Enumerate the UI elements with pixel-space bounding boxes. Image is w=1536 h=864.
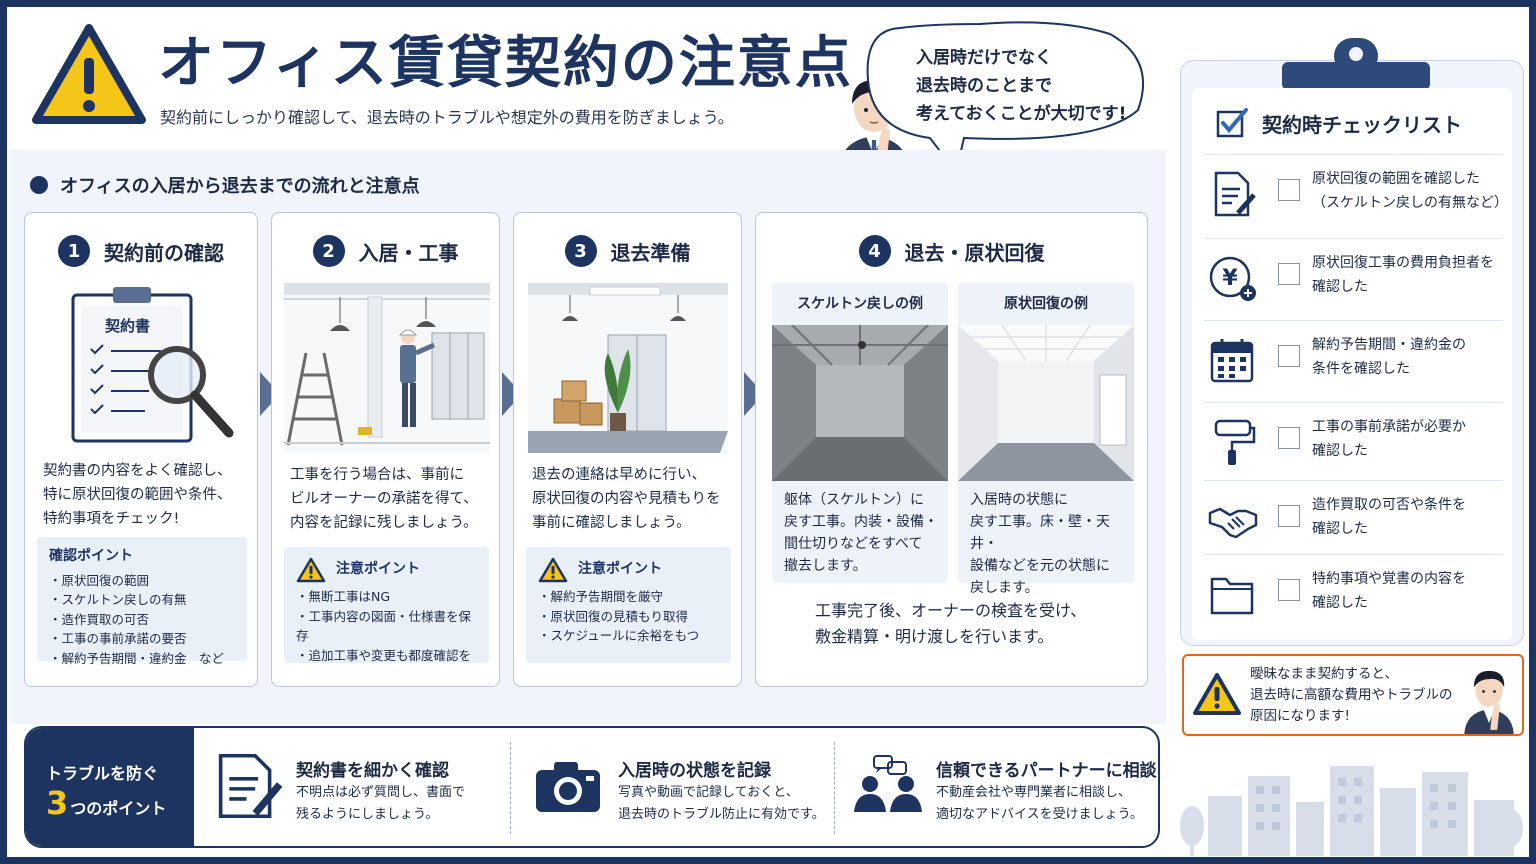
camera-icon (536, 762, 600, 812)
alert-text: 曖昧なまま契約すると、退去時に高額な費用やトラブルの原因になります! (1250, 666, 1453, 724)
contract-doc-label: 契約書 (104, 317, 150, 335)
checklist-title: 契約時チェックリスト (1216, 108, 1462, 138)
step4-footer: 工事完了後、オーナーの検査を受け、敷金精算・明け渡しを行います。 (815, 601, 1087, 646)
step-desc: 契約書の内容をよく確認し、特に原状回復の範囲や条件、特約事項をチェック! (43, 463, 232, 527)
check-points-box: 確認ポイント 原状回復の範囲スケルトン戻しの有無造作買取の可否工事の事前承諾の要… (37, 537, 247, 666)
caution-points-box: 注意ポイント 解約予告期間を厳守原状回復の見積もり取得スケジュールに余裕をもつ (526, 547, 731, 663)
page-title: オフィス賃貸契約の注意点 (158, 31, 853, 96)
bullet-dot-icon (30, 176, 48, 194)
step-number: 3 (564, 235, 597, 267)
restored-room-photo (958, 325, 1134, 481)
checklist-item[interactable]: 解約予告期間・違約金の条件を確認した (1204, 320, 1502, 396)
restoration-example: 原状回復の例 入居時の状態に戻す工事。床・壁・天井・設備などを元の状態に戻します… (958, 283, 1134, 596)
step-title: 入居・工事 (358, 240, 459, 265)
warning-triangle-icon (296, 557, 326, 583)
warning-triangle-icon (538, 557, 568, 583)
checkbox[interactable] (1278, 263, 1300, 285)
checklist-item-text: 工事の事前承諾が必要か確認した (1312, 419, 1466, 459)
flow-heading: オフィスの入居から退去までの流れと注意点 (30, 172, 420, 198)
thinking-man-icon (1464, 670, 1514, 734)
step-card-4: 4 退去・原状回復 スケルトン戻しの例 躯体（スケルトン）に戻す工事。内装・設備・… (755, 212, 1148, 687)
checkbox[interactable] (1278, 427, 1300, 449)
moving-out-room-illustration (528, 283, 728, 453)
clipboard-clip-icon (1282, 38, 1430, 90)
document-pen-icon (1214, 171, 1256, 217)
checklist-item-text: 原状回復の範囲を確認した（スケルトン戻しの有無など） (1312, 171, 1508, 211)
checklist-item-text: 原状回復工事の費用負担者を確認した (1312, 255, 1494, 295)
yen-coin-icon: ¥ (1209, 256, 1256, 301)
calendar-icon (1210, 339, 1254, 383)
checkbox[interactable] (1278, 579, 1300, 601)
checkbox[interactable] (1278, 345, 1300, 367)
skeleton-room-photo (772, 325, 948, 481)
city-skyline-illustration (1180, 766, 1523, 856)
folder-icon (1210, 577, 1254, 615)
tip-divider (834, 742, 835, 834)
step-desc: 退去の連絡は早めに行い、原状回復の内容や見積もりを事前に確認しましょう。 (532, 467, 721, 531)
tip-divider (510, 742, 511, 834)
consult-people-icon (854, 755, 922, 812)
step-title: 退去準備 (610, 240, 691, 265)
warning-triangle-icon (32, 24, 146, 124)
example-desc: 入居時の状態に戻す工事。床・壁・天井・設備などを元の状態に戻します。 (970, 492, 1110, 596)
step-title: 退去・原状回復 (904, 240, 1045, 265)
checklist-item-text: 解約予告期間・違約金の条件を確認した (1312, 337, 1466, 377)
step-title: 契約前の確認 (104, 240, 224, 265)
checklist-item-text: 造作買取の可否や条件を確認した (1312, 497, 1466, 537)
construction-scene-illustration (284, 283, 490, 453)
step-card-2: 2 入居・工事 工事を行う場合は、事前にビルオーナーの承諾を得て、内容を記録に残し… (271, 212, 500, 687)
checklist-item-text: 特約事項や覚書の内容を確認した (1312, 571, 1466, 611)
page-subtitle: 契約前にしっかり確認して、退去時のトラブルや想定外の費用を防ぎましょう。 (160, 108, 734, 127)
checkbox-checked-icon (1216, 108, 1248, 138)
bubble-text: 入居時だけでなく 退去時のことまで 考えておくことが大切です! (916, 48, 1127, 124)
tip-item: 入居時の状態を記録 写真や動画で記録しておくと、退去時のトラブル防止に有効です。 (534, 728, 834, 846)
paint-roller-icon (1214, 419, 1256, 465)
speech-bubble (866, 21, 1145, 174)
step-number: 4 (858, 235, 891, 267)
step-number: 2 (312, 235, 345, 267)
checkbox[interactable] (1278, 505, 1300, 527)
step-desc: 工事を行う場合は、事前にビルオーナーの承諾を得て、内容を記録に残しましょう。 (290, 467, 478, 531)
tip-item: 信頼できるパートナーに相談 不動産会社や専門業者に相談し、適切なアドバイスを受け… (852, 728, 1158, 846)
checkbox[interactable] (1278, 179, 1300, 201)
step-number: 1 (58, 235, 90, 267)
checklist-item[interactable]: 造作買取の可否や条件を確認した (1204, 480, 1502, 556)
tip-item: 契約書を細かく確認 不明点は必ず質問し、書面で残るようにしましょう。 (212, 728, 512, 846)
caution-points-box: 注意ポイント 無断工事はNG工事内容の図面・仕様書を保存追加工事や変更も都度確認… (284, 547, 489, 663)
warning-alert-box (1182, 654, 1524, 736)
step-card-1: 1 契約前の確認 契約書 契約書の内容をよく確認し、特に原状回復の範囲や条件、特約… (24, 212, 258, 687)
warning-triangle-icon (1193, 673, 1241, 715)
contract-magnifier-icon: 契約書 (71, 287, 234, 443)
checklist-item[interactable]: ¥ 原状回復工事の費用負担者を確認した (1204, 238, 1502, 314)
svg-text:¥: ¥ (1222, 266, 1238, 291)
checklist-item[interactable]: 特約事項や覚書の内容を確認した (1204, 554, 1502, 630)
document-pen-icon (218, 753, 283, 819)
handshake-icon (1208, 507, 1258, 539)
skeleton-example: スケルトン戻しの例 躯体（スケルトン）に戻す工事。内装・設備・間仕切りなどをすべ… (772, 283, 948, 583)
step-card-3: 3 退去準備 退去の連絡は早めに行い、原状回復の内容や見積もりを事前に確認しましょ… (513, 212, 742, 687)
checklist-item[interactable]: 工事の事前承諾が必要か確認した (1204, 402, 1502, 478)
checklist-item[interactable]: 原状回復の範囲を確認した（スケルトン戻しの有無など） (1204, 154, 1508, 230)
example-desc: 躯体（スケルトン）に戻す工事。内装・設備・間仕切りなどをすべて撤去します。 (784, 492, 938, 574)
